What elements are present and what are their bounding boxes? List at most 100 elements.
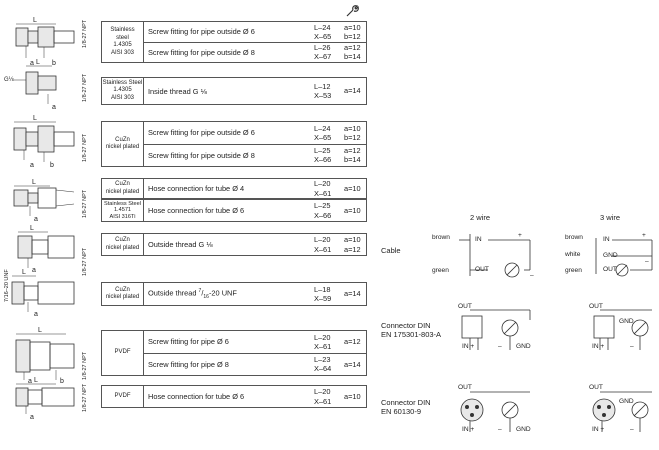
in-label-2w: IN <box>475 236 482 243</box>
variant-row: Screw fitting for pipe Ø 6 L–20 X–61 a=1… <box>144 331 366 354</box>
dim-a-4: a <box>34 216 38 223</box>
out-label-2w: OUT <box>475 266 489 273</box>
material-cell: Stainless steel 1.4305 AISI 303 <box>102 22 144 62</box>
plus-label-3w: + <box>642 232 646 239</box>
thread-label-1: 1/8-27 NPT <box>82 19 88 48</box>
material-cell: Stainless Steel 1.4305 AISI 303 <box>102 78 144 104</box>
fitting-row-6: CuZn nickel plated Outside thread G ⅛ L–… <box>101 233 367 256</box>
fitting-row-1: Stainless steel 1.4305 AISI 303 Screw fi… <box>101 21 367 63</box>
in-label-3w: IN <box>603 236 610 243</box>
fitting-row-3: CuZn nickel plated Screw fitting for pip… <box>101 121 367 167</box>
connector-din-9-2wire <box>460 391 530 432</box>
fitting-drawing-3 <box>13 121 75 162</box>
in-plus-label-c1: IN + <box>462 343 475 350</box>
fitting-row-9: PVDF Hose connection for tube Ø 6 L–20 X… <box>101 385 367 408</box>
variant-row: Hose connection for tube Ø 6 L–20 X–61 a… <box>148 387 361 406</box>
dim-b-3: b <box>50 162 54 169</box>
dim-L-8: L <box>34 377 38 384</box>
green-label-3w: green <box>565 267 582 274</box>
variant-row: Screw fitting for pipe outside Ø 8 L–25 … <box>148 146 361 165</box>
dim-a-6: a <box>34 311 38 318</box>
dim-b-7: b <box>60 378 64 385</box>
dim-L-4: L <box>32 179 36 186</box>
white-label-3w: white <box>565 251 581 258</box>
material-cell: CuZn nickel plated <box>102 122 144 166</box>
out-label-c1: OUT <box>458 303 472 310</box>
fitting-row-5: Stainless Steel 1.4571 AISI 316Ti Hose c… <box>101 199 367 222</box>
minus-label-c3: – <box>498 426 502 433</box>
dim-a-8: a <box>30 414 34 421</box>
gnd-label-c2: GND <box>619 318 634 325</box>
minus-label-c2: – <box>630 343 634 350</box>
thread-label-5: 1/8-27 NPT <box>82 247 88 276</box>
connector-din-9-3wire <box>592 391 652 432</box>
out-label-c2: OUT <box>589 303 603 310</box>
two-wire-heading: 2 wire <box>470 213 491 222</box>
dim-L-7: L <box>38 327 42 334</box>
cable-label: Cable <box>381 246 401 255</box>
fitting-row-2: Stainless Steel 1.4305 AISI 303 Inside t… <box>101 77 367 105</box>
dim-a-7: a <box>28 378 32 385</box>
fitting-drawing-5 <box>17 231 75 268</box>
green-label-2w: green <box>432 267 449 274</box>
dim-L-1: L <box>33 17 37 24</box>
gnd-label-3w: GND <box>603 252 618 259</box>
thread-label-3: 1/8-27 NPT <box>82 133 88 162</box>
fitting2-extra: G⅛ <box>4 77 14 83</box>
variant-row: Outside thread 7/16-20 UNF L–18 X–59 a=1… <box>148 284 361 303</box>
dim-L-5: L <box>30 225 34 232</box>
material-cell: PVDF <box>102 331 144 375</box>
fitting-row-4: CuZn nickel plated Hose connection for t… <box>101 178 367 199</box>
variant-row: Screw fitting for pipe Ø 8 L–23 X–64 a=1… <box>148 355 361 374</box>
variant-row: Screw fitting for pipe outside Ø 6 L–24 … <box>144 122 366 145</box>
brown-label-3w: brown <box>565 234 583 241</box>
fitting-drawing-4 <box>13 185 75 216</box>
connector-din-9-label: Connector DIN EN 60130-9 <box>381 398 431 417</box>
material-cell: Stainless Steel 1.4571 AISI 316Ti <box>102 200 144 221</box>
material-cell: CuZn nickel plated <box>102 234 144 255</box>
dim-L-3: L <box>33 115 37 122</box>
fitting-drawing-6 <box>11 275 75 312</box>
thread-label-4: 1/8-27 NPT <box>82 189 88 218</box>
dim-a-3: a <box>30 162 34 169</box>
dim-L-2: L <box>36 59 40 66</box>
fitting-row-7: CuZn nickel plated Outside thread 7/16-2… <box>101 282 367 306</box>
connector-din-a-3wire <box>593 309 652 350</box>
variant-row: Screw fitting for pipe outside Ø 8 L–26 … <box>148 43 361 62</box>
minus-label-3w: – <box>645 258 649 265</box>
variant-row: Outside thread G ⅛ L–20 X–61 a=10 a=12 <box>148 235 361 254</box>
connector-din-a-label: Connector DIN EN 175301-803-A <box>381 321 442 340</box>
plus-label-2w: + <box>518 232 522 239</box>
gnd-label-c1: GND <box>516 343 531 350</box>
minus-label-c4: – <box>630 426 634 433</box>
cable-3wire-diagram <box>595 238 653 277</box>
variant-row: Hose connection for tube Ø 6 L–25 X–66 a… <box>148 201 361 220</box>
thread-label-8: 1/8-27 NPT <box>82 383 88 412</box>
gnd-label-c4: GND <box>619 398 634 405</box>
out-label-c3: OUT <box>458 384 472 391</box>
wrench-icon <box>346 5 359 17</box>
dim-a-1: a <box>30 60 34 67</box>
in-plus-label-c2: IN + <box>592 343 605 350</box>
fitting-drawing-7 <box>15 333 75 380</box>
dim-a-5: a <box>32 267 36 274</box>
out-label-c4: OUT <box>589 384 603 391</box>
variant-row: Inside thread G ⅛ L–12 X–53 a=14 <box>148 81 361 100</box>
gnd-label-c3: GND <box>516 426 531 433</box>
dim-a-2: a <box>52 104 56 111</box>
dim-L-6: L <box>22 269 26 276</box>
thread-label-6: 7/16–20 UNF <box>4 269 10 302</box>
fitting-row-8: PVDF Screw fitting for pipe Ø 6 L–20 X–6… <box>101 330 367 376</box>
connector-din-a-2wire <box>461 309 531 350</box>
material-cell: PVDF <box>102 386 144 407</box>
brown-label-2w: brown <box>432 234 450 241</box>
material-cell: CuZn nickel plated <box>102 283 144 305</box>
material-cell: CuZn nickel plated <box>102 179 144 198</box>
fitting-drawing-8 <box>15 383 75 414</box>
minus-label-2w: – <box>530 272 534 279</box>
thread-label-7: 1/8-27 NPT <box>82 351 88 380</box>
in-plus-label-c4: IN + <box>592 426 605 433</box>
fitting-drawing-2 <box>14 65 57 104</box>
in-plus-label-c3: IN + <box>462 426 475 433</box>
